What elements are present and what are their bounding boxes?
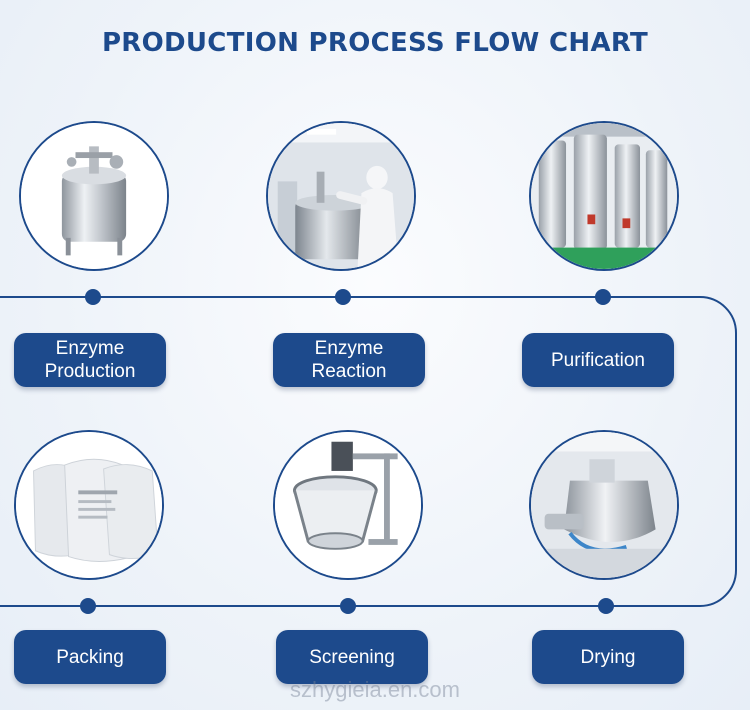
vibrating-screen-icon [273,430,423,580]
step-label-text: Packing [56,646,124,668]
step-label-enzyme-reaction: Enzyme Reaction [273,333,425,387]
stainless-steel-tank-icon [19,121,169,271]
worker-at-reactor-icon [266,121,416,271]
page-title: PRODUCTION PROCESS FLOW CHART [101,28,649,58]
step-label-text: Enzyme Reaction [311,338,387,382]
step-label-text: Drying [580,646,636,668]
drying-mixer-icon [529,430,679,580]
flow-node [335,289,351,305]
step-label-purification: Purification [522,333,674,387]
step-label-text: Enzyme Production [44,338,136,382]
step-label-text: Purification [551,349,645,371]
step-label-screening: Screening [276,630,428,684]
tall-purification-columns-icon [529,121,679,271]
step-label-drying: Drying [532,630,684,684]
flow-node [598,598,614,614]
flow-node [595,289,611,305]
watermark: szhygieia.en.com [290,677,460,702]
flow-node [80,598,96,614]
flow-node [340,598,356,614]
step-label-text: Screening [309,646,395,668]
flow-node [85,289,101,305]
step-label-packing: Packing [14,630,166,684]
powder-bags-icon [14,430,164,580]
step-label-enzyme-production: Enzyme Production [14,333,166,387]
